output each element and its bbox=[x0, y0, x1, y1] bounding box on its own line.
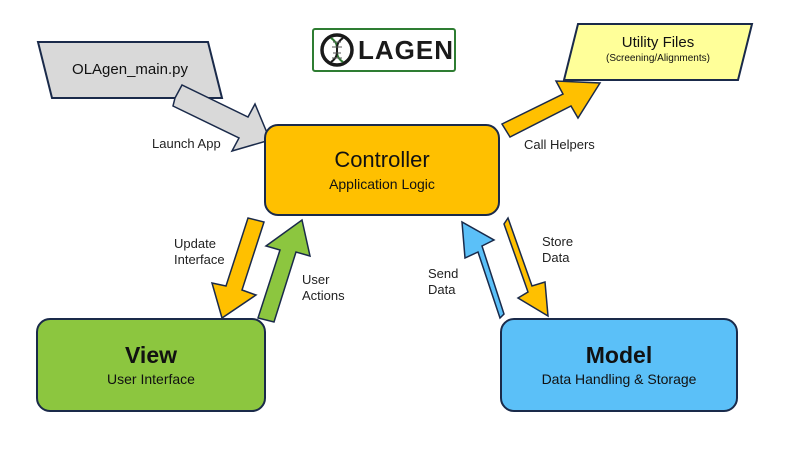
view-subtitle: User Interface bbox=[107, 371, 195, 387]
send-data-arrow bbox=[461, 220, 505, 320]
store-data-arrow bbox=[503, 216, 549, 318]
controller-node: Controller Application Logic bbox=[264, 124, 500, 216]
user-actions-label: User Actions bbox=[302, 272, 345, 304]
utility-subtitle: (Screening/Alignments) bbox=[606, 53, 710, 64]
entry-label: OLAgen_main.py bbox=[72, 61, 188, 78]
call-helpers-arrow bbox=[500, 80, 602, 138]
user-actions-line-2: Actions bbox=[302, 288, 345, 303]
dna-helix-o-icon bbox=[318, 32, 356, 68]
call-helpers-label: Call Helpers bbox=[524, 137, 595, 152]
store-data-line-1: Store bbox=[542, 234, 574, 249]
utility-shape bbox=[562, 23, 754, 81]
logo-text: LAGEN bbox=[358, 34, 454, 65]
send-data-label: Send Data bbox=[428, 266, 458, 298]
send-data-line-1: Send bbox=[428, 266, 459, 281]
update-interface-arrow bbox=[210, 217, 265, 320]
send-data-line-2: Data bbox=[428, 282, 456, 297]
view-title: View bbox=[125, 342, 177, 368]
launch-app-label: Launch App bbox=[152, 136, 221, 151]
entry-shape bbox=[36, 41, 224, 99]
update-interface-label: Update Interface bbox=[174, 236, 225, 268]
user-actions-line-1: User bbox=[302, 272, 330, 287]
utility-node: Utility Files (Screening/Alignments) bbox=[580, 34, 736, 66]
model-subtitle: Data Handling & Storage bbox=[541, 371, 697, 387]
store-data-line-2: Data bbox=[542, 250, 570, 265]
model-node: Model Data Handling & Storage bbox=[500, 318, 738, 412]
model-title: Model bbox=[585, 342, 653, 368]
view-node: View User Interface bbox=[36, 318, 266, 412]
user-actions-arrow bbox=[257, 218, 312, 323]
store-data-label: Store Data bbox=[542, 234, 573, 266]
update-interface-line-1: Update bbox=[174, 236, 216, 251]
controller-subtitle: Application Logic bbox=[329, 176, 435, 192]
controller-title: Controller bbox=[334, 147, 430, 172]
olagen-logo: LAGEN bbox=[312, 28, 456, 72]
utility-title: Utility Files bbox=[621, 34, 695, 51]
update-interface-line-2: Interface bbox=[174, 252, 225, 267]
